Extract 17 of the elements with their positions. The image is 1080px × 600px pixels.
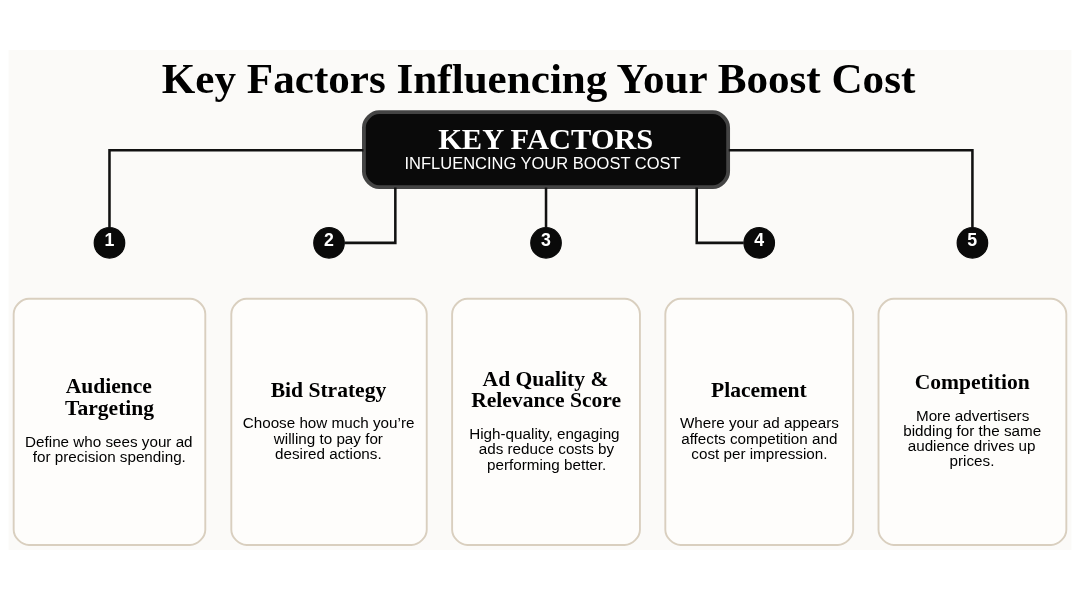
connector [695,187,744,245]
node-box: Bid Strategy Choose how much you’re willing to pay for desired actions. [230,297,428,546]
diagram-title: Key Factors Influencing Your Boost Cost [161,55,916,103]
node-box: Competition More advertisers bidding for the same audience drives up prices. [877,297,1068,546]
node-box: Placement Where your ad appears affects competition and cost per impression. [664,297,855,546]
node-box: Ad Quality & Relevance Score High-quality, engaging ads reduce costs by performing better. [451,297,641,546]
node-box: Audience Targeting Define who sees your ad for precision spending. [12,297,207,546]
node-circle: 2 [313,227,345,259]
connector [728,149,974,228]
connector [108,149,364,228]
node-circle: 5 [956,227,989,259]
connector [544,187,548,228]
node-box: KEY FACTORS INFLUENCING YOUR BOOST COST [362,110,731,189]
node-circle: 4 [743,227,776,259]
connector [344,187,397,245]
node-circle: 1 [93,227,126,259]
node-circle: 3 [530,227,562,259]
